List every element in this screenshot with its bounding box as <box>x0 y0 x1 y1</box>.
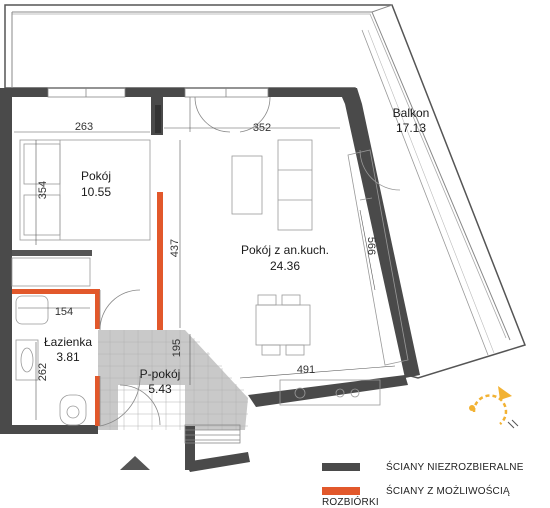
room-labels: Pokój 10.55 Pokój z an.kuch. 24.36 Balko… <box>44 106 429 396</box>
sun-icon <box>469 386 519 429</box>
room-area-salon: 24.36 <box>270 259 300 273</box>
legend-structural-swatch <box>322 463 360 472</box>
room-name-salon: Pokój z an.kuch. <box>241 243 329 257</box>
room-name-lazienka: Łazienka <box>44 335 92 349</box>
dim-salon-height: 437 <box>169 239 181 257</box>
demolishable-walls <box>12 192 163 426</box>
room-name-balkon: Balkon <box>393 106 430 120</box>
doors <box>99 289 241 444</box>
legend-structural: ŚCIANY NIEZROZBIERALNE <box>322 462 524 473</box>
dim-salon-width: 352 <box>253 122 271 134</box>
legend-structural-label: ŚCIANY NIEZROZBIERALNE <box>386 462 524 473</box>
dim-lazienka-height: 262 <box>37 363 49 381</box>
dim-pokoj-width: 263 <box>75 121 93 133</box>
room-area-lazienka: 3.81 <box>56 350 80 364</box>
structural-walls <box>0 88 420 472</box>
bathroom-fixtures <box>15 295 87 426</box>
bed <box>11 139 151 287</box>
dimension-lines <box>14 127 396 420</box>
hall-floor <box>98 330 248 430</box>
dim-lazienka-width: 154 <box>55 306 73 318</box>
room-area-balkon: 17.13 <box>396 121 426 135</box>
dim-salon-right: 566 <box>365 237 377 255</box>
room-area-ppokoj: 5.43 <box>148 382 172 396</box>
legend-demolishable: ŚCIANY Z MOŻLIWOŚCIĄ ROZBIÓRKI <box>322 486 550 508</box>
room-area-pokoj: 10.55 <box>81 185 111 199</box>
dimension-labels: 263 352 354 437 566 491 154 262 195 <box>37 121 377 381</box>
dim-salon-bottom: 491 <box>297 364 315 376</box>
room-name-pokoj: Pokój <box>81 169 111 183</box>
room-name-ppokoj: P-pokój <box>140 367 181 381</box>
salon-furniture <box>231 139 409 406</box>
dim-hall-height: 195 <box>171 339 183 357</box>
legend-demolishable-swatch <box>322 487 360 496</box>
windows <box>47 87 271 133</box>
dim-pokoj-height: 354 <box>37 181 49 199</box>
entrance-arrow-icon <box>120 456 150 470</box>
